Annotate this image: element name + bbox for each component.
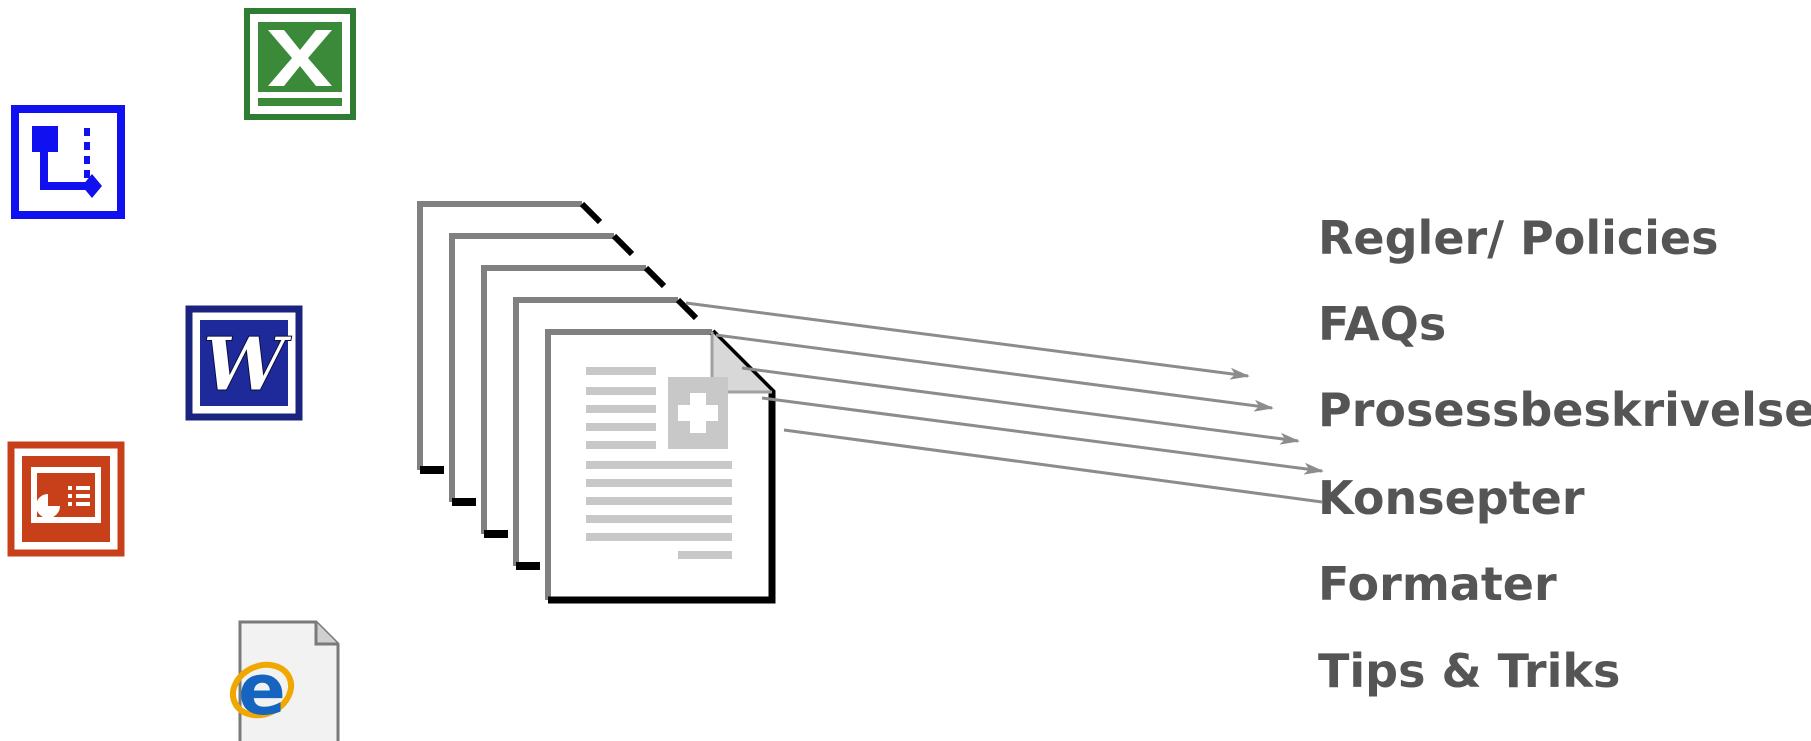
label-regler-policies: Regler/ Policies <box>1318 210 1718 266</box>
label-konsepter: Konsepter <box>1318 470 1585 526</box>
svg-text:W: W <box>202 322 292 408</box>
front-document-page <box>548 332 772 600</box>
arrow-2 <box>716 335 1272 408</box>
word-icon: W <box>186 306 302 420</box>
label-formater: Formater <box>1318 556 1557 612</box>
powerpoint-icon <box>8 442 124 556</box>
svg-text:e: e <box>238 649 285 731</box>
connector-arrows <box>686 303 1322 502</box>
arrow-1 <box>686 303 1248 376</box>
arrow-5 <box>784 430 1322 502</box>
label-faqs: FAQs <box>1318 296 1446 352</box>
arrow-3 <box>742 368 1298 441</box>
excel-icon <box>244 8 356 120</box>
visio-icon <box>12 106 124 218</box>
internet-explorer-document-icon: e <box>225 622 338 741</box>
label-tips-triks: Tips & Triks <box>1318 643 1620 699</box>
label-prosessbeskrivelser: Prosessbeskrivelser <box>1318 382 1811 438</box>
document-stack <box>420 204 772 600</box>
